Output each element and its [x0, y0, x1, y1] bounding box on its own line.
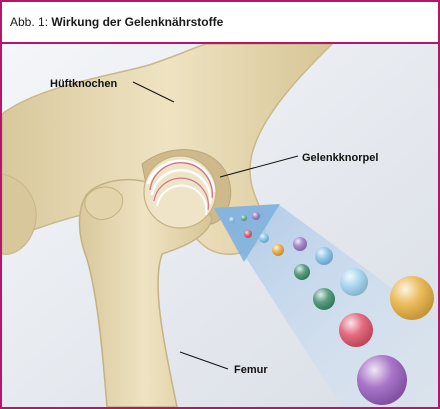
nutrient-particle [241, 215, 247, 221]
nutrient-particle [259, 233, 269, 243]
label-cartilage: Gelenkknorpel [302, 152, 378, 164]
nutrient-particle [313, 288, 335, 310]
hip-joint-illustration [2, 44, 438, 407]
label-hip-bone: Hüftknochen [50, 78, 117, 90]
nutrient-particle [390, 276, 434, 320]
nutrient-particle [272, 244, 284, 256]
nutrient-particle [315, 247, 333, 265]
nutrient-particle [229, 217, 235, 223]
nutrient-particle [252, 212, 260, 220]
nutrient-particle [339, 313, 373, 347]
caption-title: Wirkung der Gelenknährstoffe [51, 15, 223, 29]
nutrient-particle [294, 264, 310, 280]
femoral-head [144, 156, 216, 228]
caption-prefix: Abb. 1: [10, 15, 51, 29]
nutrient-particle [293, 237, 307, 251]
nutrient-particle [340, 268, 368, 296]
figure-caption: Abb. 1: Wirkung der Gelenknährstoffe [2, 2, 438, 42]
nutrient-particle [244, 230, 252, 238]
label-femur: Femur [234, 364, 268, 376]
nutrient-particle [357, 355, 407, 405]
